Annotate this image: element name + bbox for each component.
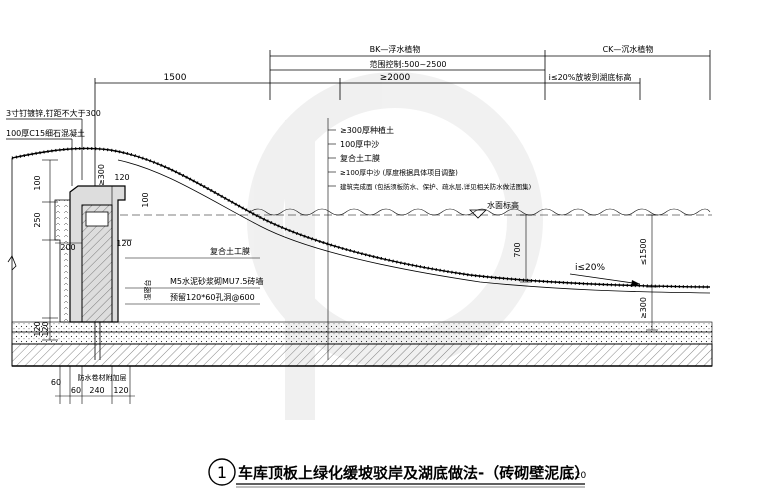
dim-60-a: 60 bbox=[51, 378, 61, 387]
title-number: 1 bbox=[217, 463, 227, 482]
dim-60-b: 60 bbox=[71, 386, 81, 395]
water-surface bbox=[120, 208, 712, 216]
drain-hole-note: 预留120*60孔洞@600 bbox=[170, 292, 255, 302]
dim-300-top: ≥300 bbox=[97, 164, 106, 186]
left-dimension-lines bbox=[42, 159, 132, 341]
title-block: 1 bbox=[208, 458, 585, 488]
wall-callout-leaders bbox=[125, 257, 260, 305]
bk-label: BK—浮水植物 bbox=[370, 44, 421, 54]
drawing-title: 车库顶板上绿化缓坡驳岸及湖底做法-（砖砌壁泥底） bbox=[238, 464, 589, 482]
nail-note: 3寸钉镀锌,钉距不大于300 bbox=[6, 108, 101, 118]
dim-1500: ≤1500 bbox=[639, 238, 648, 265]
dim-100: 100 bbox=[33, 175, 42, 190]
brick-retaining-wall bbox=[54, 185, 126, 323]
dim-300-right: ≥300 bbox=[639, 297, 648, 319]
concrete-note: 100厚C15细石混凝土 bbox=[6, 128, 85, 138]
dim-120-top: 120 bbox=[114, 173, 129, 182]
ck-label: CK—沉水植物 bbox=[603, 44, 654, 54]
dim-240: 240 bbox=[89, 386, 104, 395]
drawing-scale: 1:20 bbox=[566, 471, 586, 481]
bottom-dimension-lines bbox=[55, 366, 135, 404]
slope-label: i≤20% bbox=[575, 263, 605, 273]
layer-4: ≥100厚中沙 (厚度根据具体项目调整) bbox=[340, 168, 458, 177]
dim-200: 200 bbox=[60, 243, 75, 252]
water-level-label: 水面标高 bbox=[487, 200, 519, 210]
dim-120-mid: 120 bbox=[116, 239, 131, 248]
dim-120-bottom-b: 120 bbox=[41, 321, 50, 336]
slope-note: i≤20%放坡到湖底标高 bbox=[549, 72, 632, 82]
mortar-wall-note: M5水泥砂浆砌MU7.5砖墙 bbox=[170, 276, 263, 286]
dim-100-mid: 100 bbox=[141, 192, 150, 207]
dim-120-bottom: 120 bbox=[113, 386, 128, 395]
layer-5: 建筑完成面 (包括须板防水、保护、疏水层,详见相关防水做法图集) bbox=[340, 182, 531, 191]
geomembrane-note: 复合土工膜 bbox=[210, 246, 250, 256]
layer-callout-leaders bbox=[327, 118, 336, 360]
dim-1500: 1500 bbox=[164, 73, 187, 83]
vertical-wall-label: 湿密台 bbox=[143, 280, 152, 301]
slope-arrow bbox=[569, 273, 641, 287]
watermark-logo bbox=[247, 72, 543, 420]
waterproof-note: 防水卷材附加层 bbox=[78, 373, 127, 382]
dim-120-bottom-a: 120 bbox=[33, 321, 42, 336]
range-label: 范围控制:500~2500 bbox=[369, 59, 446, 69]
layer-3: 复合土工膜 bbox=[340, 153, 380, 163]
dim-700: 700 bbox=[513, 242, 522, 257]
dim-2000: ≥2000 bbox=[380, 73, 411, 83]
left-leader-lines bbox=[6, 118, 83, 186]
right-dimension-lines bbox=[520, 214, 658, 331]
break-line bbox=[7, 158, 17, 366]
slope-soil-surface bbox=[11, 146, 711, 294]
water-level-symbol bbox=[469, 209, 487, 219]
layer-1: ≥300厚种植土 bbox=[340, 125, 394, 135]
dim-250: 250 bbox=[33, 212, 42, 227]
layer-2: 100厚中沙 bbox=[340, 139, 379, 149]
bottom-layers bbox=[11, 321, 713, 367]
